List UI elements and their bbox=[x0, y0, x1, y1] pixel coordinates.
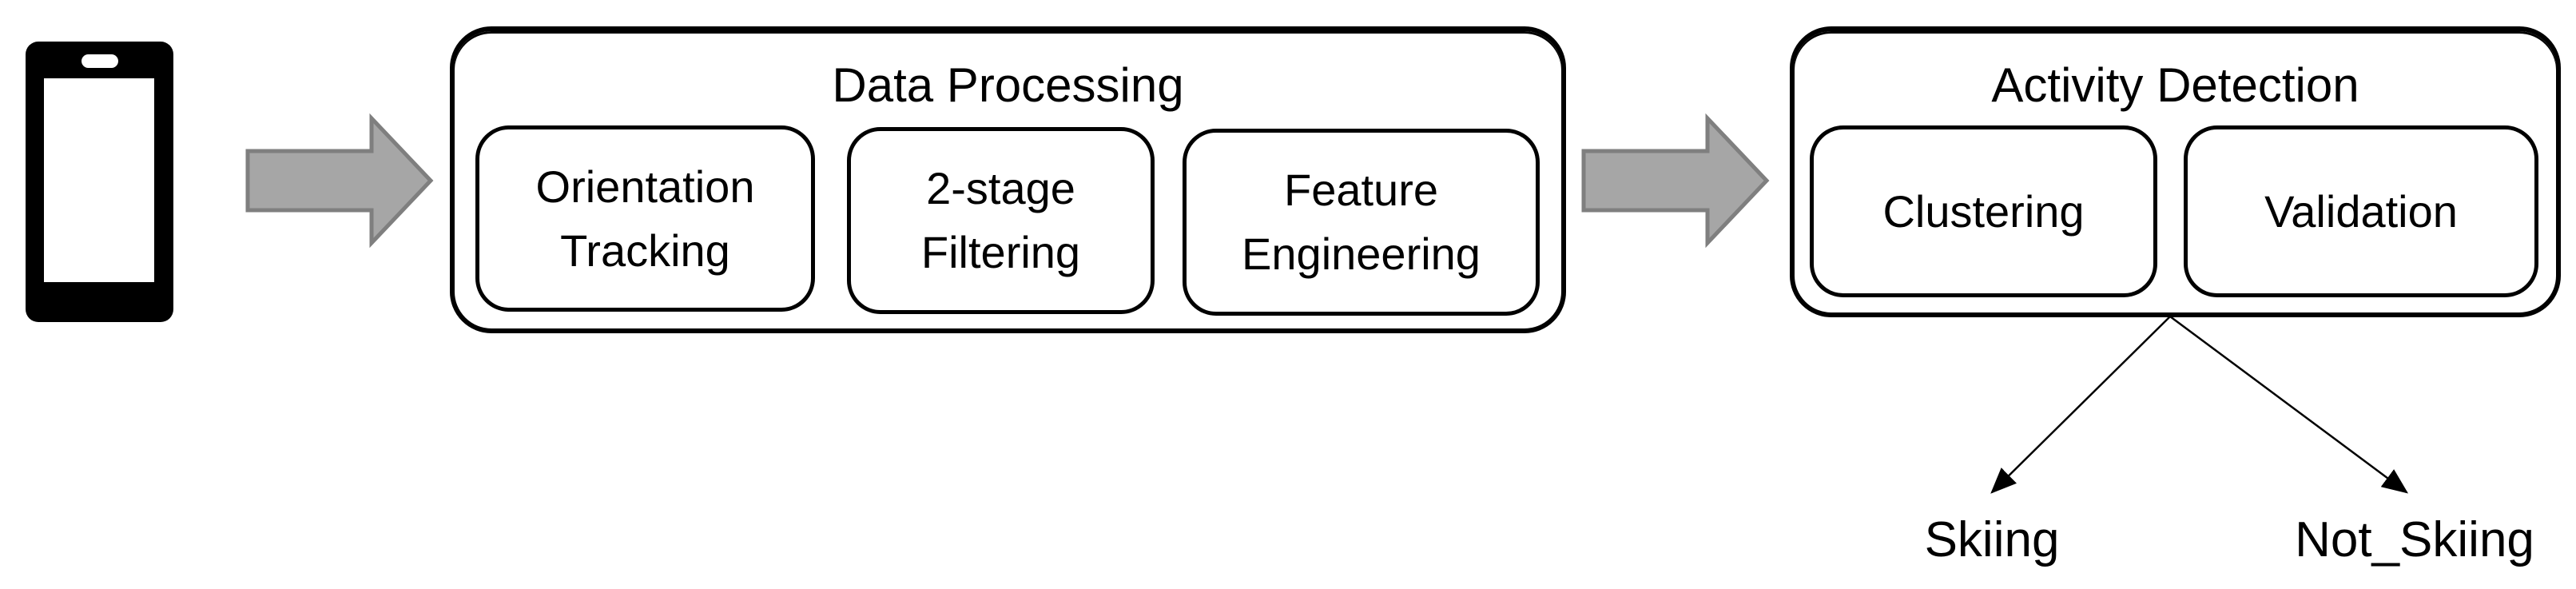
fork-arrow-left bbox=[1990, 316, 2171, 494]
step-box-orientation-tracking: Orientation Tracking bbox=[475, 125, 815, 312]
step-label: 2-stage Filtering bbox=[920, 163, 1081, 277]
activity-detection-title: Activity Detection bbox=[1991, 58, 2359, 112]
activity-detection-group: Activity Detection Clustering Validation bbox=[1790, 26, 2561, 317]
step-label: Orientation Tracking bbox=[535, 161, 755, 276]
output-label-skiing: Skiing bbox=[1924, 512, 2060, 567]
flow-arrow-right-icon-2 bbox=[1581, 113, 1770, 249]
step-label: Validation bbox=[2264, 185, 2458, 237]
fork-arrows bbox=[1990, 315, 2409, 494]
flow-arrow-right-icon-1 bbox=[245, 113, 434, 249]
step-box-clustering: Clustering bbox=[1810, 125, 2157, 297]
phone-screen bbox=[44, 78, 154, 282]
arrow-shape bbox=[245, 113, 434, 249]
fork-arrow-right bbox=[2169, 315, 2409, 494]
step-box-validation: Validation bbox=[2184, 125, 2538, 297]
output-label-not-skiing: Not_Skiing bbox=[2295, 512, 2534, 567]
step-box-2-stage-filtering: 2-stage Filtering bbox=[847, 127, 1155, 314]
data-processing-title: Data Processing bbox=[832, 58, 1184, 112]
step-box-feature-engineering: Feature Engineering bbox=[1183, 129, 1540, 316]
data-processing-group: Data Processing Orientation Tracking 2-s… bbox=[450, 26, 1566, 333]
smartphone-icon bbox=[26, 42, 173, 322]
arrow-shape bbox=[1581, 113, 1770, 249]
step-label: Clustering bbox=[1882, 185, 2085, 237]
step-label: Feature Engineering bbox=[1242, 165, 1481, 279]
phone-speaker bbox=[81, 54, 118, 68]
